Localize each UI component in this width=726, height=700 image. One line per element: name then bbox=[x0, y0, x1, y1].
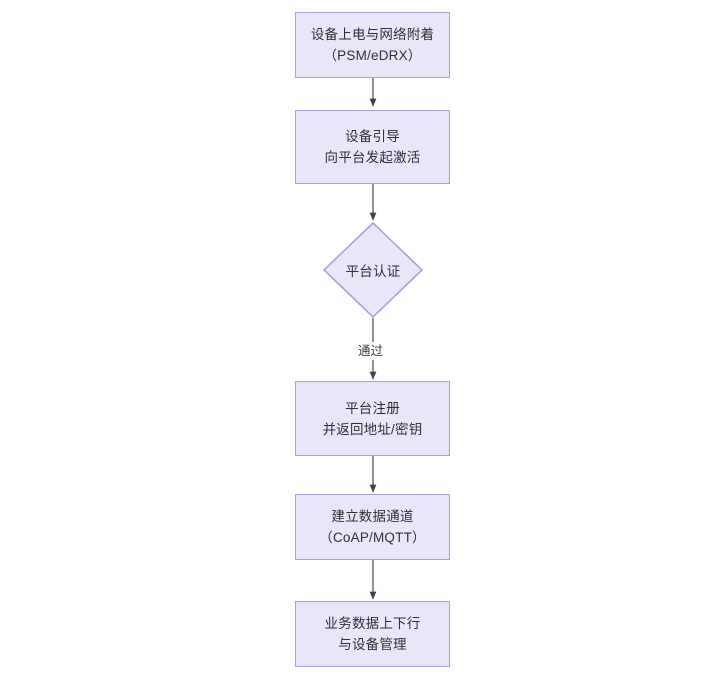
node-label-line1: 平台认证 bbox=[345, 264, 401, 279]
node-label-line1: 业务数据上下行 bbox=[324, 616, 421, 631]
node-label-line2: 与设备管理 bbox=[338, 637, 407, 652]
node-label-line2: 向平台发起激活 bbox=[324, 150, 421, 165]
node-label-line2: 并返回地址/密钥 bbox=[322, 421, 423, 437]
node-label-line1: 建立数据通道 bbox=[331, 509, 414, 524]
node-label-line1: 设备引导 bbox=[345, 129, 400, 144]
node-label-line1: 平台注册 bbox=[345, 400, 400, 416]
node-device-power-on[interactable]: 设备上电与网络附着 （PSM/eDRX） bbox=[295, 12, 450, 78]
node-label-line1: 设备上电与网络附着 bbox=[310, 27, 435, 42]
diamond-shape bbox=[322, 221, 424, 319]
edge-label-pass: 通过 bbox=[355, 342, 387, 360]
node-device-bootstrap[interactable]: 设备引导 向平台发起激活 bbox=[295, 110, 450, 184]
node-platform-authentication[interactable]: 平台认证 bbox=[322, 221, 424, 319]
node-label-line2: （PSM/eDRX） bbox=[323, 48, 422, 63]
node-data-channel[interactable]: 建立数据通道 （CoAP/MQTT） bbox=[295, 494, 450, 560]
node-label-line2: （CoAP/MQTT） bbox=[319, 530, 426, 545]
node-business-data[interactable]: 业务数据上下行 与设备管理 bbox=[295, 601, 450, 667]
node-platform-registration[interactable]: 平台注册 并返回地址/密钥 bbox=[295, 381, 450, 456]
